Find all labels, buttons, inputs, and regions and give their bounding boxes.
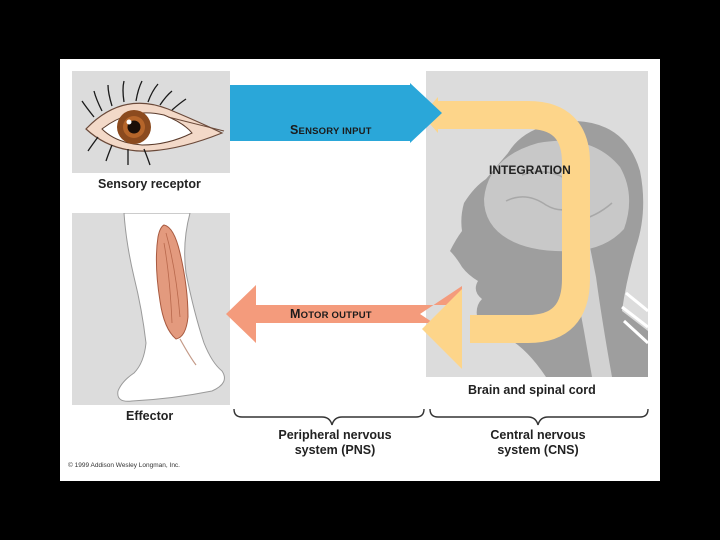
sensory-input-label: SENSORY INPUT xyxy=(290,123,372,137)
diagram-figure: Sensory receptor Effector Brain and spin… xyxy=(60,59,660,481)
motor-output-arrow xyxy=(226,285,462,343)
brain xyxy=(484,140,630,252)
integration-arrowhead xyxy=(422,289,462,369)
brain-spinal-cord-label: Brain and spinal cord xyxy=(468,383,596,397)
integration-label: INTEGRATION xyxy=(489,163,571,177)
cns-label-line2: system (CNS) xyxy=(497,443,579,457)
sensory-input-arrow xyxy=(230,83,442,143)
integration-loop xyxy=(438,101,590,343)
pns-label: Peripheral nervous system (PNS) xyxy=(250,428,420,458)
cns-brace xyxy=(429,408,649,426)
pns-label-line2: system (PNS) xyxy=(294,443,376,457)
calf-muscle xyxy=(155,224,189,340)
motor-output-label: MOTOR OUTPUT xyxy=(290,307,372,321)
sensory-receptor-label: Sensory receptor xyxy=(98,177,201,191)
pns-brace xyxy=(233,408,425,426)
cns-label: Central nervous system (CNS) xyxy=(453,428,623,458)
copyright-notice: © 1999 Addison Wesley Longman, Inc. xyxy=(68,462,180,469)
pns-label-line1: Peripheral nervous xyxy=(278,428,392,442)
sensory-receptor-panel xyxy=(72,71,230,173)
eyelashes xyxy=(81,80,187,166)
effector-panel xyxy=(72,213,230,405)
cns-label-line1: Central nervous xyxy=(490,428,586,442)
signal-pathway xyxy=(226,83,649,426)
effector-label: Effector xyxy=(126,409,174,423)
leg-illustration xyxy=(117,213,225,402)
eye-illustration xyxy=(81,80,225,166)
head-illustration xyxy=(450,121,648,377)
